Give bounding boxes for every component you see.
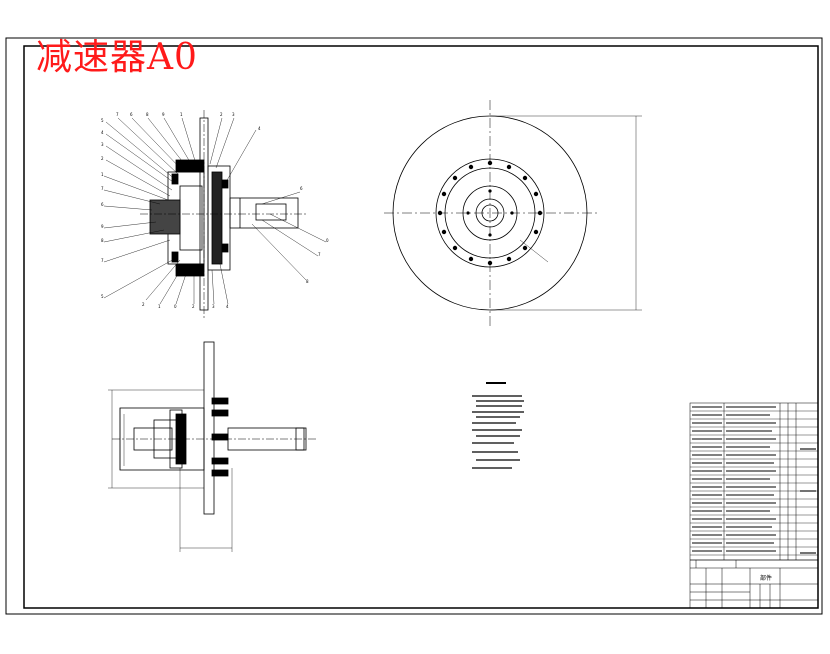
parts-list [689,402,819,609]
sheet-border [5,37,823,615]
svg-text:8: 8 [101,238,104,243]
technical-requirements [472,382,524,469]
svg-text:2: 2 [101,156,104,161]
svg-text:9: 9 [101,224,104,229]
svg-text:7: 7 [318,252,321,257]
svg-text:8: 8 [306,279,309,284]
svg-text:2: 2 [192,304,195,309]
svg-text:3: 3 [101,142,104,147]
svg-text:6: 6 [300,186,303,191]
svg-text:7: 7 [101,258,104,263]
svg-text:6: 6 [130,112,133,117]
svg-text:4: 4 [101,130,104,135]
title-block-part-name: 部件 [760,574,772,582]
end-view [384,100,642,326]
svg-text:3: 3 [232,112,235,117]
svg-text:0: 0 [174,304,177,309]
svg-text:5: 5 [101,118,104,123]
svg-text:4: 4 [258,126,261,131]
svg-text:3: 3 [212,304,215,309]
section-view-leaders [103,117,327,305]
svg-text:6: 6 [101,202,104,207]
svg-text:1: 1 [101,172,104,177]
svg-text:2: 2 [220,112,223,117]
section-view [140,110,308,318]
svg-text:1: 1 [158,304,161,309]
section-view-balloon-numbers: 5 4 3 2 1 7 6 9 8 7 5 7 6 8 9 1 2 3 4 6 0 7 8 2 1 0 2 3 4 [101,112,329,309]
svg-text:4: 4 [226,304,229,309]
svg-text:8: 8 [146,112,149,117]
sheet-title: 减速器A0 [36,37,198,78]
svg-text:2: 2 [142,302,145,307]
svg-text:7: 7 [101,186,104,191]
svg-text:7: 7 [116,112,119,117]
svg-text:0: 0 [326,238,329,243]
svg-text:9: 9 [162,112,165,117]
svg-text:1: 1 [180,112,183,117]
svg-text:5: 5 [101,294,104,299]
plan-view [108,341,318,552]
